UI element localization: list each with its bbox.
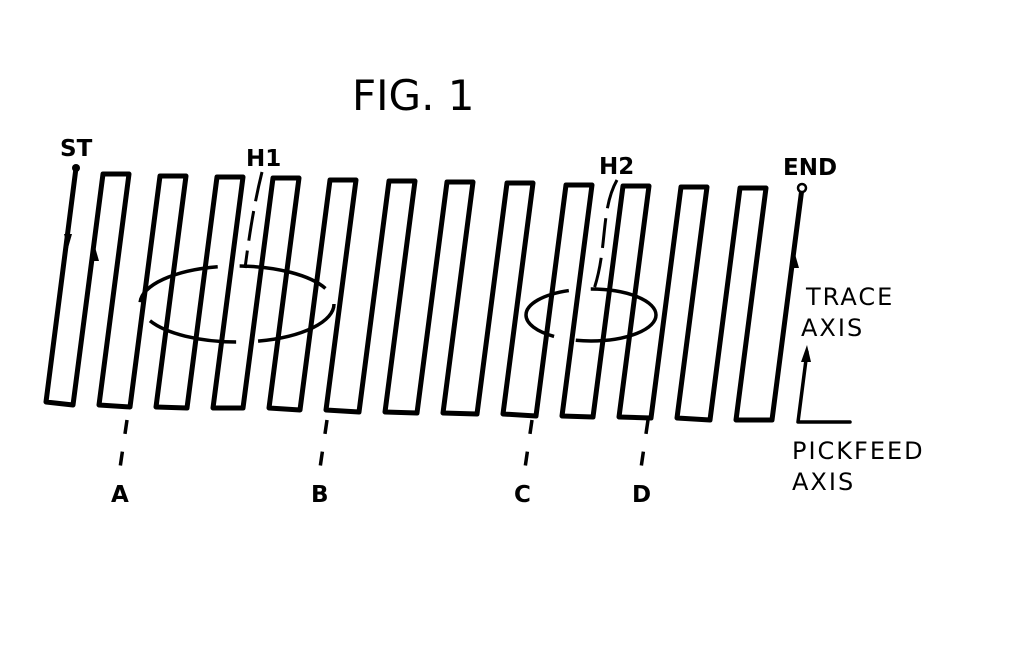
tool-path bbox=[43, 165, 805, 423]
tool-path-line bbox=[43, 165, 805, 423]
section-marker-line-c bbox=[523, 419, 534, 469]
h1-label: H1 bbox=[246, 146, 281, 172]
section-markers: A B C D bbox=[111, 419, 651, 508]
h1-leader-line bbox=[243, 171, 264, 269]
h2-leader-line bbox=[591, 179, 619, 293]
trace-axis-label-line2: AXIS bbox=[801, 314, 864, 342]
trace-axis-arrow-icon bbox=[801, 345, 811, 362]
direction-arrow-icon bbox=[791, 254, 799, 268]
trace-axis-label-line1: TRACE bbox=[805, 283, 894, 311]
start-label: ST bbox=[60, 136, 93, 162]
end-point-icon bbox=[796, 182, 808, 194]
direction-arrow-icon bbox=[64, 234, 72, 248]
region-h2 bbox=[524, 287, 658, 343]
section-label-b: B bbox=[311, 482, 329, 508]
pickfeed-axis-label-line1: PICKFEED bbox=[792, 437, 925, 465]
h2-label: H2 bbox=[599, 154, 634, 180]
region-h1 bbox=[138, 264, 336, 344]
section-label-c: C bbox=[514, 482, 531, 508]
axis-lines bbox=[796, 350, 852, 424]
pickfeed-axis-label-line2: AXIS bbox=[792, 468, 855, 496]
direction-arrow-icon bbox=[91, 247, 99, 261]
end-label: END bbox=[783, 155, 837, 181]
section-marker-line-d bbox=[639, 419, 650, 469]
section-marker-line-b bbox=[318, 419, 329, 469]
section-label-a: A bbox=[111, 482, 129, 508]
section-label-d: D bbox=[632, 482, 651, 508]
start-point-icon bbox=[72, 164, 80, 172]
figure-title: FIG. 1 bbox=[352, 71, 475, 120]
regions bbox=[138, 264, 658, 344]
section-marker-line-a bbox=[118, 419, 129, 469]
axis-indicator bbox=[796, 345, 852, 424]
